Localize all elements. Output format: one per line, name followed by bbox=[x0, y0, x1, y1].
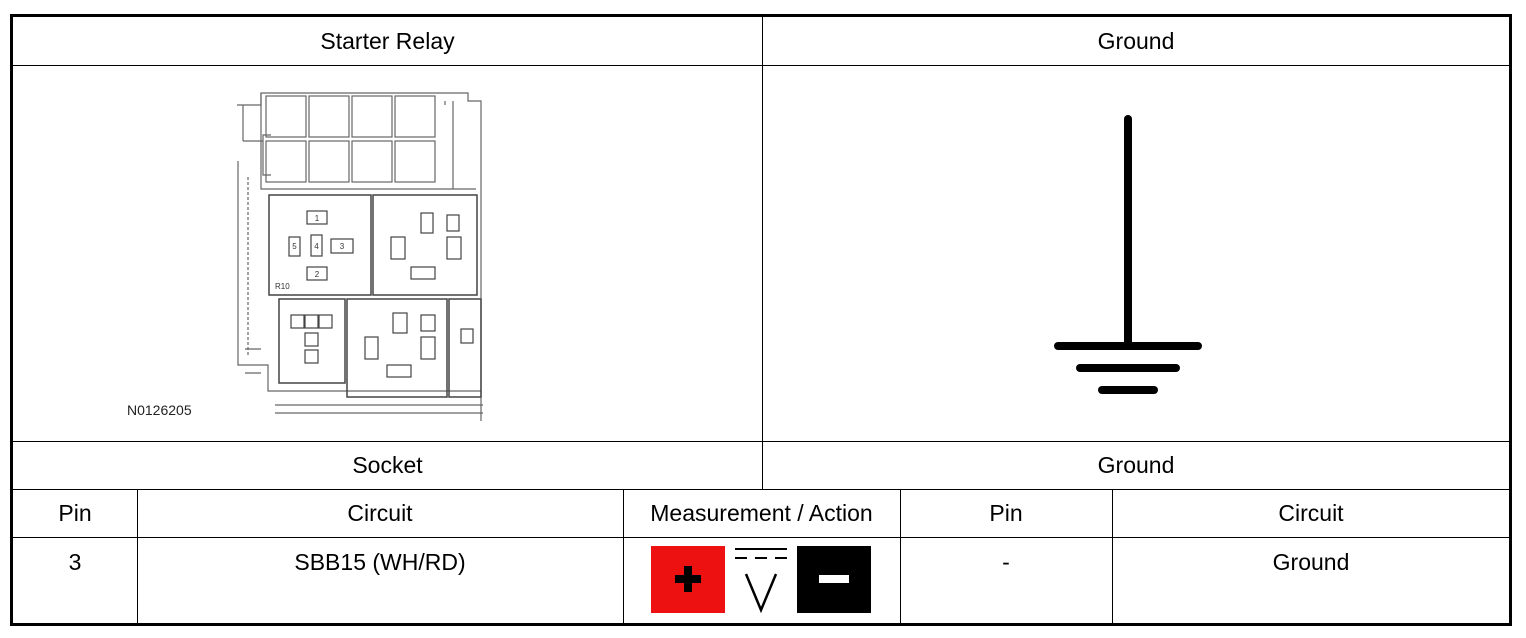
socket-header: Socket bbox=[352, 451, 423, 478]
row-pin: 3 bbox=[68, 549, 82, 575]
col-measurement-header: Measurement / Action bbox=[650, 499, 873, 526]
diagram-code: N0126205 bbox=[127, 402, 192, 418]
ground-symbol-panel bbox=[762, 65, 1510, 441]
col-ground-pin-header: Pin bbox=[989, 499, 1023, 526]
relay-position-label: R10 bbox=[275, 282, 290, 291]
divider bbox=[900, 489, 901, 624]
plus-probe-icon bbox=[651, 546, 725, 613]
pin-label-4: 4 bbox=[314, 242, 319, 251]
divider bbox=[13, 537, 1510, 538]
ground-header: Ground bbox=[1097, 27, 1175, 54]
minus-probe-icon bbox=[797, 546, 871, 613]
divider bbox=[13, 441, 1510, 442]
divider bbox=[1112, 489, 1113, 624]
divider bbox=[762, 17, 763, 489]
divider bbox=[623, 489, 624, 624]
row-ground-pin: - bbox=[1002, 549, 1010, 575]
col-circuit-header: Circuit bbox=[347, 499, 413, 526]
row-ground-circuit: Ground bbox=[1272, 549, 1350, 575]
measurement-action bbox=[623, 537, 900, 624]
divider bbox=[137, 489, 138, 624]
pin-label-1: 1 bbox=[315, 214, 320, 223]
pin-label-2: 2 bbox=[315, 270, 320, 279]
col-ground-circuit-header: Circuit bbox=[1278, 499, 1344, 526]
divider bbox=[13, 65, 1510, 66]
dc-voltage-icon bbox=[735, 548, 787, 614]
ground-subheader: Ground bbox=[1097, 451, 1175, 478]
starter-relay-header: Starter Relay bbox=[320, 27, 455, 54]
divider bbox=[13, 489, 1510, 490]
ground-symbol-icon bbox=[1054, 115, 1202, 394]
relay-connector-diagram: 1 2 3 4 5 R10 N0126205 bbox=[13, 65, 762, 441]
col-pin-header: Pin bbox=[58, 499, 92, 526]
pin-label-3: 3 bbox=[340, 242, 345, 251]
pin-label-5: 5 bbox=[292, 242, 297, 251]
pinout-table: Starter Relay Ground bbox=[10, 14, 1512, 626]
row-circuit: SBB15 (WH/RD) bbox=[294, 549, 466, 575]
